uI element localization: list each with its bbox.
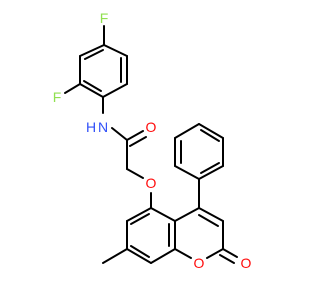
- bond: [198, 123, 224, 139]
- bond: [174, 207, 200, 222]
- bond: [222, 248, 238, 258]
- atom-label-f-top: F: [100, 10, 109, 26]
- bond: [103, 44, 128, 57]
- bond: [150, 248, 176, 264]
- atom-label-n: N: [98, 119, 108, 135]
- bond: [130, 213, 150, 225]
- bond: [102, 83, 128, 98]
- atom-label-o-amide: O: [146, 119, 157, 135]
- bond: [174, 123, 200, 139]
- bond: [64, 83, 81, 94]
- bond: [130, 245, 150, 258]
- bond: [198, 165, 224, 180]
- bond: [129, 136, 147, 147]
- bond: [150, 207, 176, 222]
- molecule-diagram: F F H N O O O O: [53, 10, 252, 271]
- bond: [219, 254, 235, 264]
- bonds: [64, 25, 238, 264]
- bond: [111, 127, 128, 141]
- bond: [126, 168, 144, 179]
- bond: [126, 130, 144, 141]
- atom-label-h: H: [86, 119, 96, 135]
- bond: [206, 248, 224, 259]
- bond: [198, 207, 224, 222]
- atom-label-f-left: F: [53, 89, 62, 105]
- bond: [83, 80, 102, 92]
- bond: [174, 165, 200, 180]
- bond: [200, 162, 220, 174]
- bond: [126, 207, 152, 222]
- atom-label-o-ring: O: [194, 255, 205, 271]
- bond: [200, 129, 220, 142]
- bond: [126, 248, 152, 264]
- atom-label-o-carbonyl: O: [241, 255, 252, 271]
- bond: [198, 214, 219, 227]
- bond: [79, 44, 105, 57]
- bond: [102, 248, 128, 264]
- structure-svg: F F H N O O O O: [53, 10, 252, 271]
- atom-label-o-ether: O: [146, 175, 157, 191]
- bond: [174, 248, 192, 259]
- atom-labels: F F H N O O O O: [53, 10, 252, 271]
- bond: [84, 49, 104, 60]
- bond: [79, 83, 104, 98]
